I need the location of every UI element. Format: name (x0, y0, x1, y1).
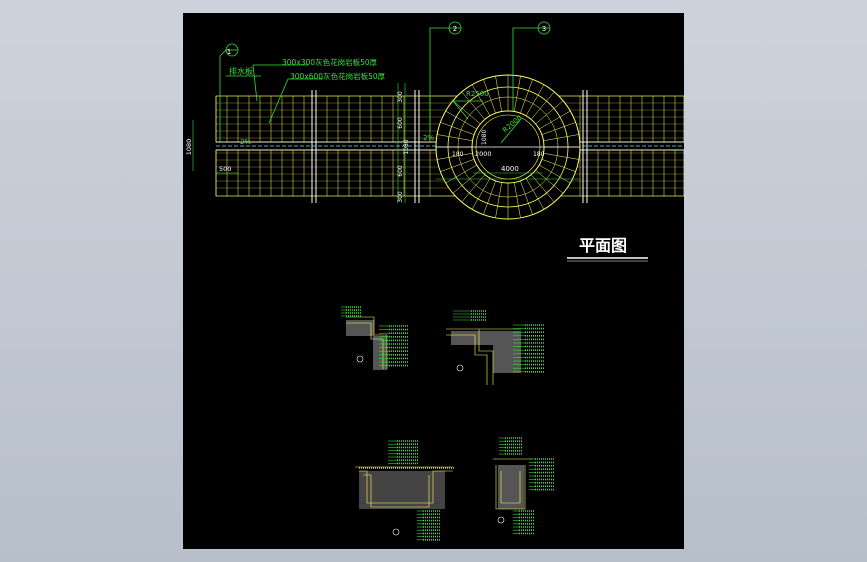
slope-label-2: 2% (423, 134, 434, 142)
dim-1080v: 1080 (403, 139, 410, 154)
dim-180a: 180 (452, 151, 464, 158)
callout-leaders (219, 21, 551, 144)
drain-label: 排水板 (229, 66, 253, 76)
drawing-title: 平面图 (579, 236, 627, 255)
title-block: 平面图 (567, 236, 648, 262)
strip-dividers (311, 90, 588, 203)
callout-2: 2 (453, 25, 457, 33)
section-detail-1 (341, 306, 409, 370)
dim-500: 500 (219, 165, 231, 173)
tile-a-label: 300x300灰色花岗岩板50厚 (282, 57, 378, 67)
callout-1: 1 (227, 48, 231, 56)
dimension-lines (192, 83, 580, 203)
tile-b-label: 300x600灰色花岗岩板50厚 (290, 71, 386, 81)
drawing-sheet[interactable]: 300x300灰色花岗岩板50厚 300x600灰色花岗岩板50厚 排水板 2%… (183, 13, 684, 549)
dim-4000: 4000 (501, 165, 519, 173)
section-detail-3 (355, 440, 455, 541)
dim-2000: 2000 (475, 150, 492, 158)
slope-label-1: 2% (240, 138, 251, 146)
dim-300a: 300 (397, 91, 404, 103)
radius-label: R2500 (466, 90, 489, 98)
section-detail-4 (493, 437, 555, 535)
plan-drawing: 300x300灰色花岗岩板50厚 300x600灰色花岗岩板50厚 排水板 2%… (185, 21, 684, 541)
dim-1080b: 1080 (481, 130, 488, 145)
dim-600a: 600 (397, 117, 404, 129)
dim-180b: 180 (533, 151, 545, 158)
plaza-radial-joints (436, 75, 580, 219)
section-detail-2 (446, 310, 545, 385)
dim-1080: 1080 (185, 139, 193, 156)
callout-3: 3 (542, 25, 546, 33)
dim-300b: 300 (397, 191, 404, 203)
dim-600b: 600 (397, 165, 404, 177)
